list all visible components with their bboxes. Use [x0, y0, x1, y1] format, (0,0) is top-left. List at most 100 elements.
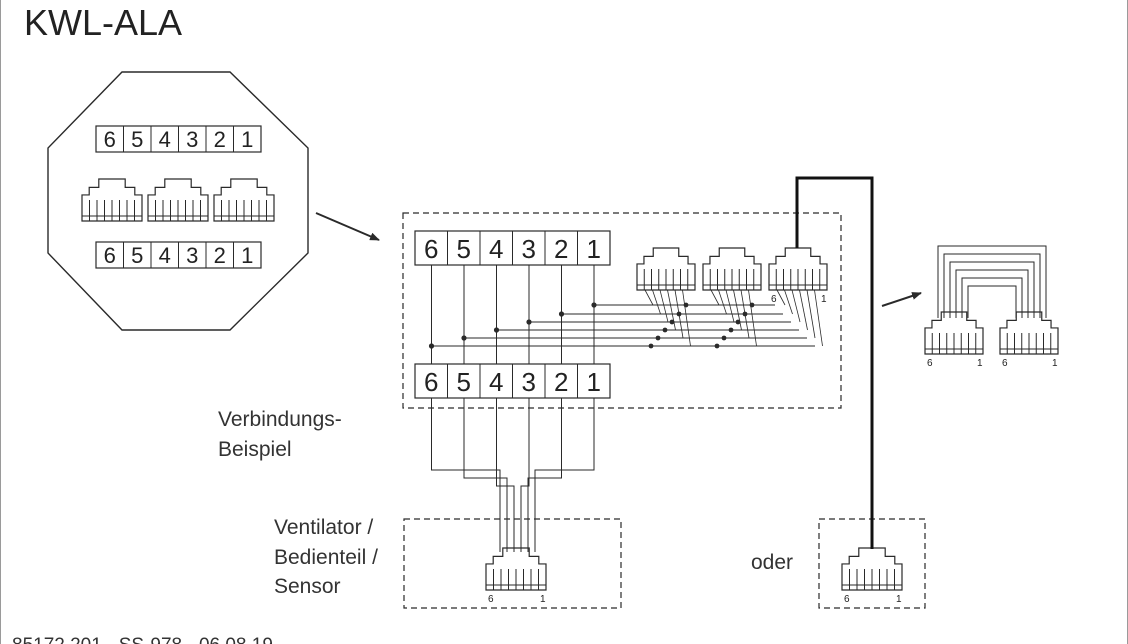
- terminal-pin-6: 6: [424, 234, 438, 264]
- jack-bus-link: [784, 289, 793, 315]
- oder-label: oder: [751, 551, 793, 574]
- module-octagon: [47, 71, 309, 331]
- patch-cable-wire: [955, 269, 1029, 318]
- terminal-pin-4: 4: [489, 367, 503, 397]
- jack-pin-label-1: 1: [977, 358, 983, 369]
- verbindung-label-line2: Beispiel: [218, 438, 292, 461]
- rj-jack-body: [485, 547, 547, 591]
- patch-cable-jacks: 6 1 6 1: [924, 311, 1059, 369]
- terminal-pin-2: 2: [214, 243, 226, 268]
- terminal-pin-4: 4: [489, 234, 503, 264]
- patch-cable-wire: [943, 253, 1041, 318]
- bus-junction: [428, 343, 435, 349]
- jack-bus-link: [776, 289, 786, 306]
- jack-pin-label-6: 6: [927, 358, 933, 369]
- device-wire: [431, 398, 501, 552]
- terminal-pin-1: 1: [587, 367, 601, 397]
- jack-bus-link: [659, 289, 669, 323]
- jack-junction: [714, 343, 720, 349]
- thick-cable: [795, 176, 874, 549]
- jack-bus-link: [748, 289, 757, 347]
- terminal-pin-3: 3: [186, 127, 198, 152]
- patch-cable-wire: [967, 285, 1017, 318]
- device-label-line2: Bedienteil /: [274, 546, 378, 569]
- page-border-left: [0, 0, 1, 644]
- rj-jack-body: [702, 247, 762, 291]
- terminal-pin-3: 3: [522, 367, 536, 397]
- jack-pin-label-1: 1: [821, 294, 827, 305]
- footer-code: 85172.201 - SS-978 - 06.08.19: [12, 635, 273, 644]
- jack-junction: [648, 343, 654, 349]
- arrow-to-cable: [881, 292, 922, 307]
- bus-junction: [558, 311, 565, 317]
- rj-jack-body: [999, 311, 1059, 355]
- device-wire: [463, 398, 508, 552]
- jack-bus-link: [652, 289, 661, 315]
- device-wire: [520, 398, 530, 552]
- verbindung-label-line1: Verbindungs-: [218, 408, 342, 431]
- rj-jack-body: [636, 247, 696, 291]
- terminal-pin-6: 6: [424, 367, 438, 397]
- jack-pin-label-1: 1: [540, 594, 546, 605]
- jack-bus-link: [733, 289, 742, 331]
- device-wire: [496, 398, 515, 552]
- terminal-pin-3: 3: [186, 243, 198, 268]
- jack-pin-label-6: 6: [1002, 358, 1008, 369]
- page-title: KWL-ALA: [24, 2, 182, 43]
- module-jacks: [81, 178, 275, 222]
- jack-junction: [676, 311, 682, 317]
- terminal-pin-2: 2: [554, 367, 568, 397]
- terminal-pin-4: 4: [159, 243, 171, 268]
- terminal-pin-5: 5: [131, 243, 143, 268]
- device-wires: [431, 398, 595, 552]
- patch-cable-wire: [961, 277, 1023, 318]
- jack-junction: [735, 319, 741, 325]
- jack-junction: [662, 327, 668, 333]
- rj-jack-body: [147, 178, 209, 222]
- terminal-pin-6: 6: [104, 127, 116, 152]
- rj-jack-body: [81, 178, 143, 222]
- terminal-pin-2: 2: [554, 234, 568, 264]
- terminal-pin-5: 5: [457, 234, 471, 264]
- bus-junction: [526, 319, 532, 325]
- terminal-pin-5: 5: [457, 367, 471, 397]
- device-wire: [527, 398, 562, 552]
- device-box: [403, 518, 622, 609]
- terminal-pin-4: 4: [159, 127, 171, 152]
- jack-pin-label-6: 6: [488, 594, 494, 605]
- terminal-pin-3: 3: [522, 234, 536, 264]
- rj-jack-body: [841, 547, 903, 591]
- connection-example-box: [402, 212, 842, 409]
- jack-pin-label-6: 6: [844, 594, 850, 605]
- terminal-pin-6: 6: [104, 243, 116, 268]
- rj-jack-body: [768, 247, 828, 291]
- patch-cable-wire: [949, 261, 1035, 318]
- jack-bus-link: [667, 289, 676, 331]
- jack-bus-link: [814, 289, 823, 347]
- jack-junction: [721, 335, 727, 341]
- rj-jack-body: [213, 178, 275, 222]
- terminal-pin-5: 5: [131, 127, 143, 152]
- jack-junction: [742, 311, 748, 317]
- device-label-line3: Sensor: [274, 575, 341, 598]
- device-label-line1: Ventilator /: [274, 516, 373, 539]
- example-bus-wires: [428, 265, 823, 364]
- jack-bus-link: [791, 289, 801, 323]
- terminal-pin-1: 1: [587, 234, 601, 264]
- bus-junction: [493, 327, 500, 333]
- jack-junction: [683, 302, 689, 308]
- jack-bus-link: [644, 289, 654, 306]
- jack-junction: [728, 327, 734, 333]
- device-wire: [534, 398, 595, 552]
- jack-pin-label-1: 1: [1052, 358, 1058, 369]
- jack-bus-link: [806, 289, 816, 339]
- rj-jack-body: [924, 311, 984, 355]
